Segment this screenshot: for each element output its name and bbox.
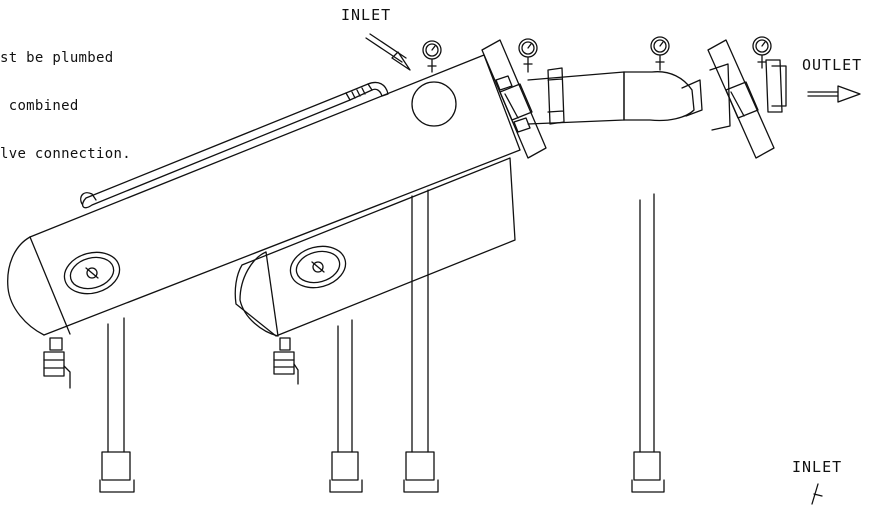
pressure-gauge <box>423 41 441 72</box>
plumbing-note-line-1: st be plumbed <box>0 50 114 66</box>
outlet-label: OUTLET <box>802 56 863 74</box>
outlet-nozzle <box>772 66 786 106</box>
pressure-gauge <box>651 37 669 70</box>
pipe-coupling <box>548 68 564 124</box>
plumbing-note-line-2: combined <box>0 98 79 114</box>
front-vessel-body <box>30 55 520 335</box>
vent-elbow-fitting <box>346 82 388 100</box>
strainer-bowl <box>624 72 694 121</box>
plumbing-note-line-3: lve connection. <box>0 146 131 162</box>
front-vessel-endcap <box>8 237 44 335</box>
connecting-pipe <box>528 64 730 130</box>
rear-vessel <box>235 158 515 336</box>
vent-elbow-lower <box>81 193 96 204</box>
front-vessel-flange <box>482 40 546 158</box>
front-vessel <box>8 55 520 335</box>
inlet-arrow <box>366 34 410 70</box>
rear-vessel-endcap <box>240 252 278 336</box>
inlet-label-bottom: INLET <box>792 458 843 476</box>
inlet-arrow-lower <box>812 484 822 504</box>
outlet-arrow <box>808 86 860 102</box>
support-leg <box>330 320 362 492</box>
pressure-gauge <box>519 39 537 72</box>
pressure-gauge <box>753 37 771 68</box>
inlet-label-top: INLET <box>341 6 392 24</box>
support-leg <box>404 190 438 492</box>
front-vessel-sight-glass <box>60 246 124 299</box>
inlet-nozzle <box>412 82 456 126</box>
front-vessel-seam <box>30 237 70 334</box>
drain-valve <box>44 338 70 388</box>
support-leg <box>632 194 664 492</box>
outlet-flange <box>708 40 786 158</box>
rear-vessel-seam <box>266 252 278 336</box>
drain-valve <box>274 338 298 384</box>
plumbing-note: st be plumbed combined lve connection. <box>0 18 131 178</box>
rear-vessel-body <box>235 158 515 336</box>
vent-pipe <box>83 93 350 208</box>
rear-vessel-sight-glass <box>286 240 350 293</box>
support-leg <box>100 318 134 492</box>
